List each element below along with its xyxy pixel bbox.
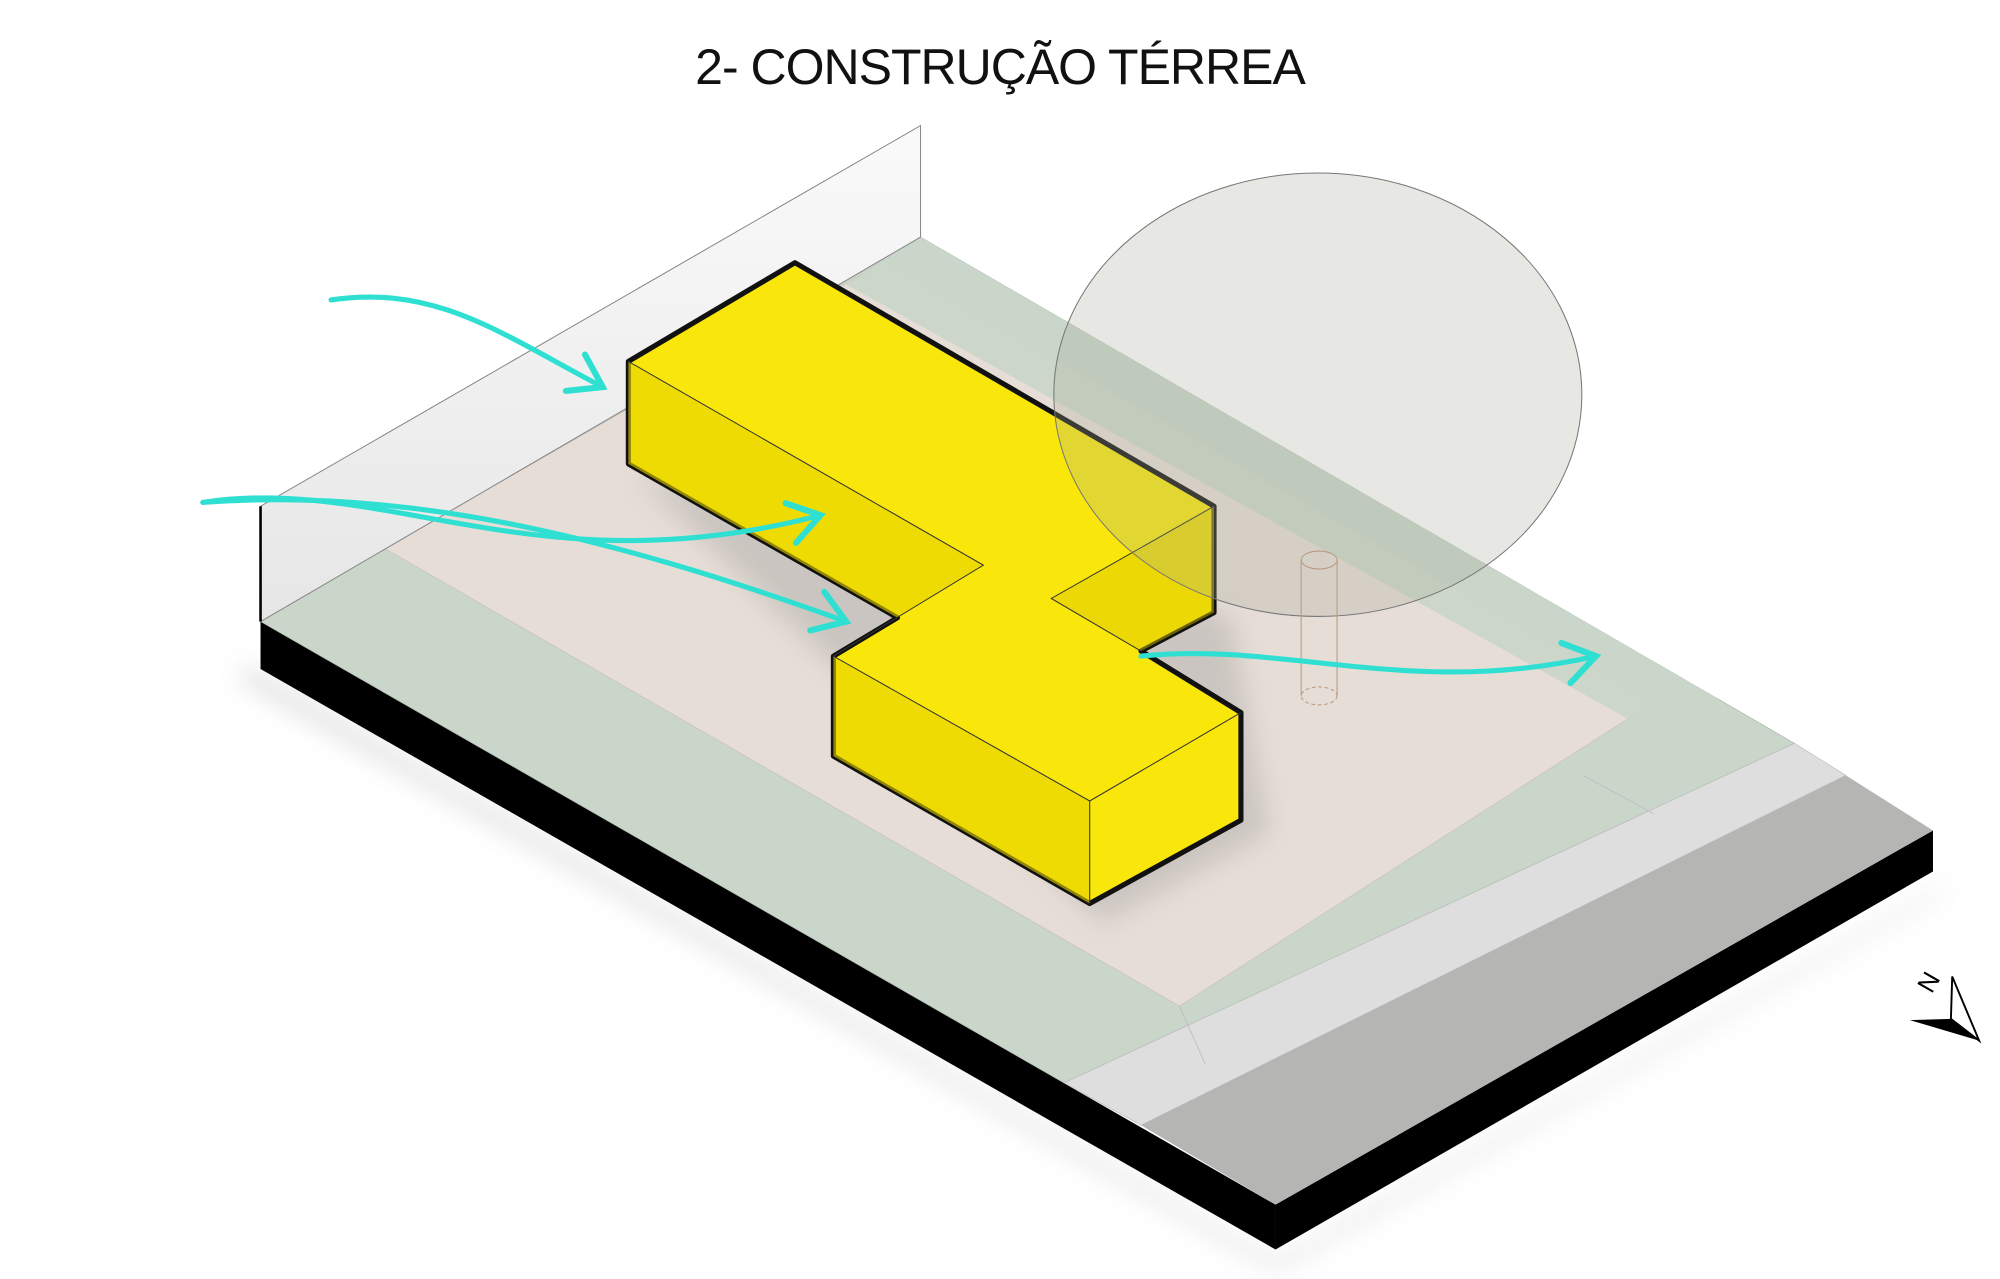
wind-arrow	[200, 497, 852, 634]
sidewalk-joint	[1582, 775, 1654, 815]
diagram-title: 2- CONSTRUÇÃO TÉRREA	[695, 39, 1306, 95]
ground-floor-building	[625, 260, 1244, 907]
sidewalk-joint	[1179, 1005, 1206, 1064]
north-arrow-icon: N	[1909, 967, 1982, 1044]
site-base-left	[260, 621, 1276, 1250]
site-base-right	[1275, 830, 1933, 1250]
wind-arrow	[328, 294, 608, 394]
road	[1140, 775, 1933, 1205]
tree-trunk	[1300, 550, 1338, 706]
tree-canopy	[1053, 172, 1583, 617]
wind-arrow	[1138, 639, 1602, 687]
back-green-strip	[846, 237, 1718, 734]
north-label: N	[1913, 967, 1947, 997]
